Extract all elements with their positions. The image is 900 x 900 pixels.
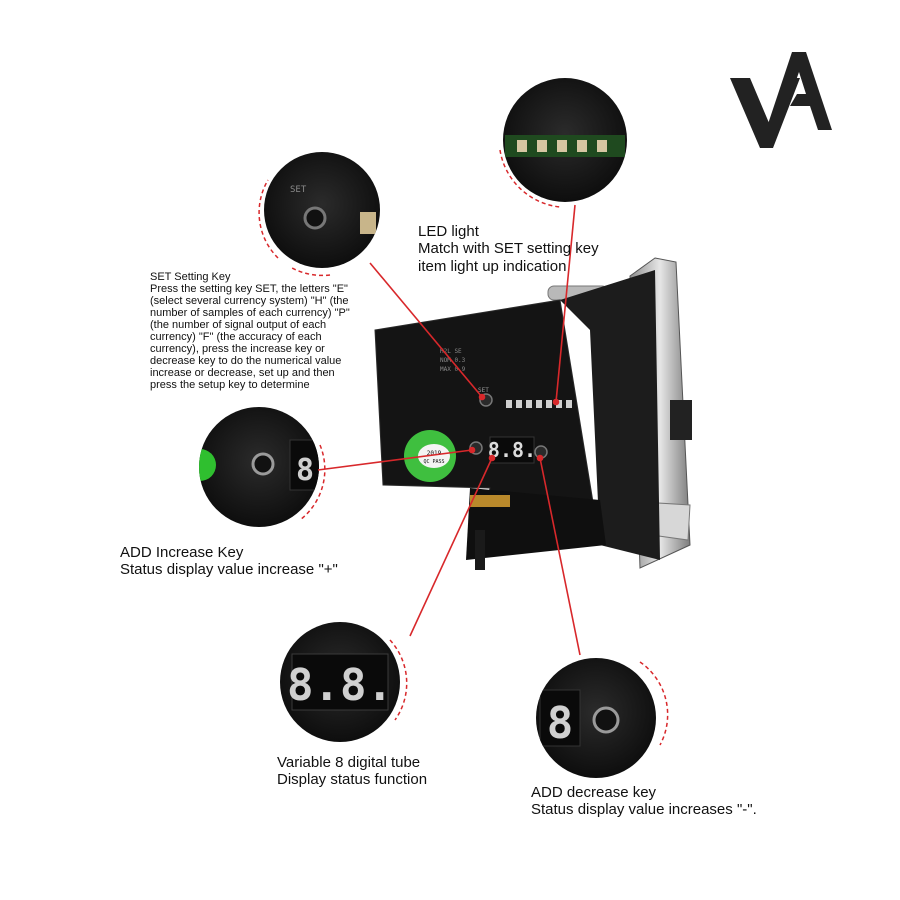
add-decrease-description: Status display value increases "-". [531,801,757,819]
zoom-add-increase: 8 [199,407,326,527]
led-light-row [506,400,572,408]
leader-lines [317,204,581,656]
zoom-led-light [499,78,627,208]
add-decrease-title: ADD decrease key [531,784,657,801]
digital-tube-title: Variable 8 digital tube [277,754,421,771]
add-increase-description: Status display value increase "+" [120,561,338,579]
digital-tube-callout: Variable 8 digital tube Display status f… [277,754,427,789]
digital-tube-description: Display status function [277,771,428,789]
qc-text: QC PASS [423,459,444,465]
leader-led [555,204,576,403]
brand-logo [730,52,832,148]
digital-tube-display [489,436,535,464]
led-light-title: LED light [418,223,479,240]
leader-add-decrease [539,457,581,656]
leader-set-key [369,262,483,398]
svg-text:8: 8 [547,698,574,749]
led-light-description: Match with SET setting key item light up… [418,240,599,275]
zoom-display-digits: 8.8. [287,660,393,711]
svg-text:8: 8 [296,453,314,488]
zoom-set-text: SET [290,185,307,195]
add-increase-title: ADD Increase Key [120,544,244,561]
add-increase-callout: ADD Increase Key Status display value in… [120,544,338,579]
zoom-set-key: SET [258,152,380,277]
leader-add-increase [317,449,473,471]
zoom-add-decrease: 8 [536,658,669,778]
set-key-callout: SET Setting Key Press the setting key SE… [150,271,355,391]
panel-label-1: H2L SE [440,348,462,355]
led-light-callout: LED light Match with SET setting key ite… [418,223,628,275]
leader-digital-tube [409,457,493,637]
qc-year: 2019 [427,450,442,457]
panel-label-3: MAX 0.9 [440,366,466,373]
set-key-title: SET Setting Key [150,271,231,283]
zoom-digital-tube: 8.8. [280,622,408,742]
set-key-description: Press the setting key SET, the letters "… [150,283,350,391]
panel-set-text: SET [478,387,489,394]
add-decrease-callout: ADD decrease key Status display value in… [531,784,757,819]
display-digits: 8.8. [488,438,536,462]
coin-acceptor-device: H2L SE NOM 0.3 MAX 0.9 SET 2019 QC PASS … [374,257,692,570]
panel-label-2: NOM 0.3 [440,357,466,364]
